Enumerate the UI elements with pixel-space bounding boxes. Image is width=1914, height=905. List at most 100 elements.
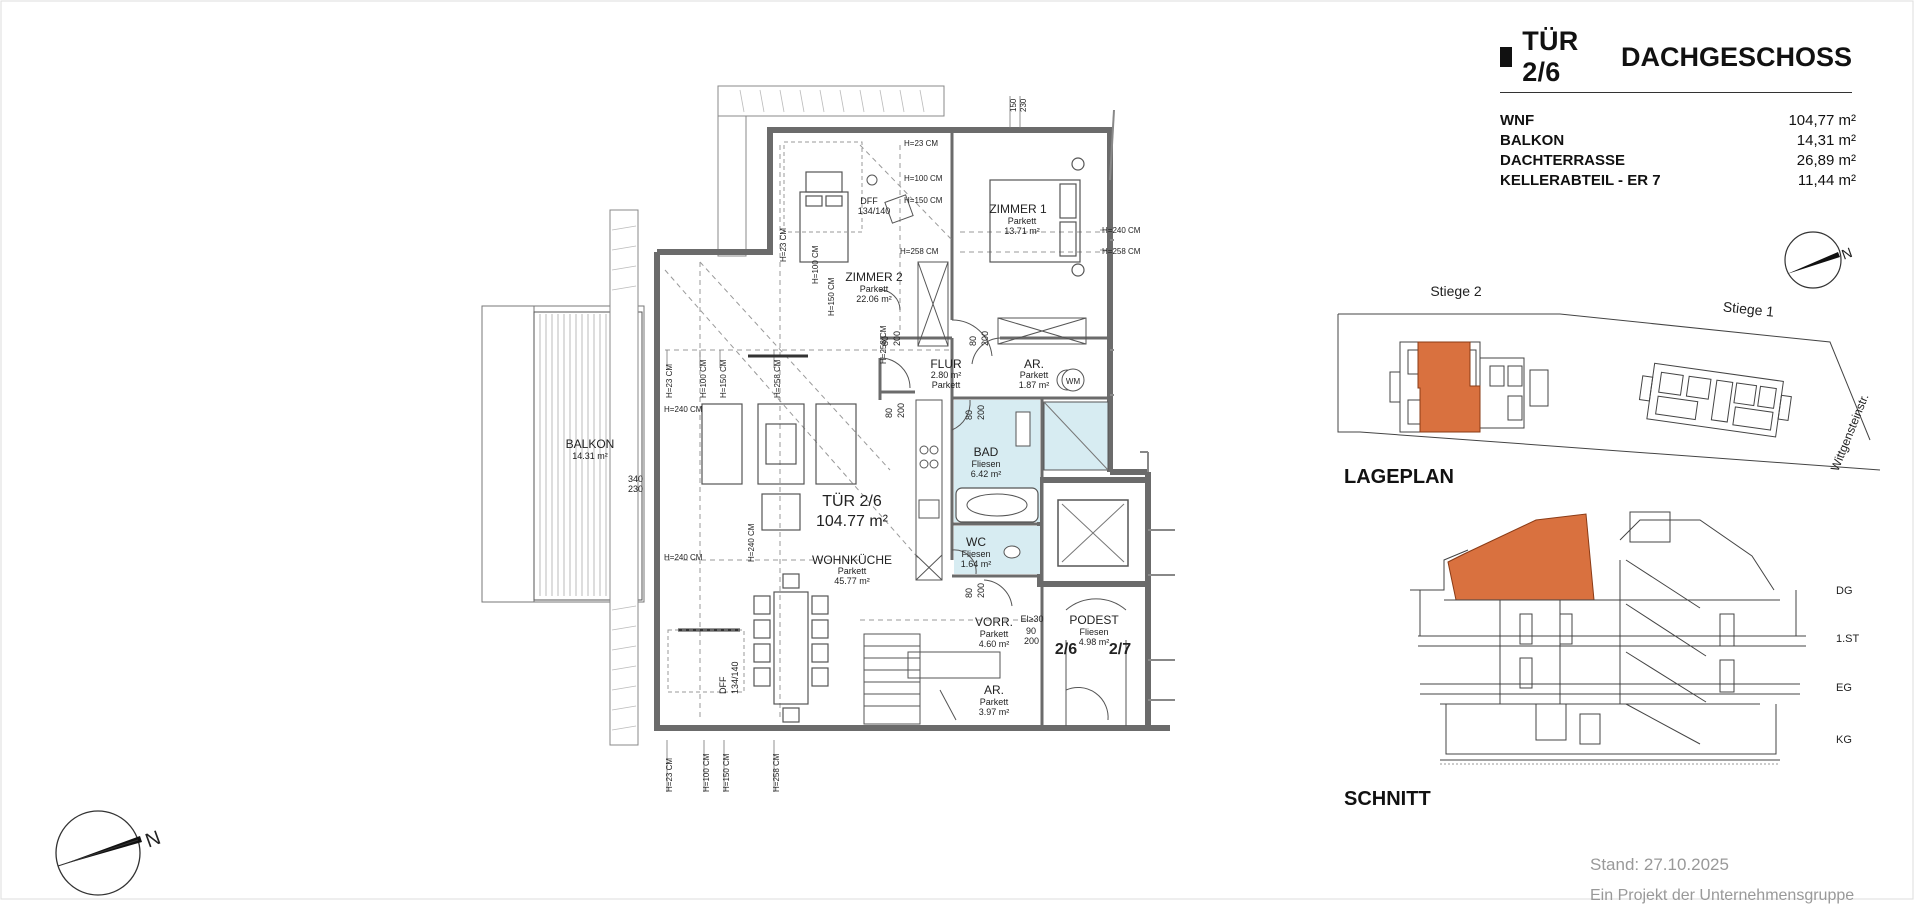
ar-1-area: 1.87 m² <box>1019 380 1050 390</box>
ar-2-floor: Parkett <box>980 697 1009 707</box>
schnitt-level-kg: KG <box>1836 734 1852 746</box>
height-label-100-mid: H=100 CM <box>699 359 708 398</box>
stand-date: Stand: 27.10.2025 <box>1590 855 1729 874</box>
dim-150-top: 150 <box>1009 98 1018 112</box>
door-dim-200-b: 200 <box>892 331 902 346</box>
balkon-name: BALKON <box>566 437 615 451</box>
north-letter-large: N <box>143 827 164 853</box>
area-row: DACHTERRASSE 26,89 m² <box>1500 151 1856 171</box>
dff-top-outline <box>783 141 863 233</box>
schnitt-drawing: DG 1.ST EG KG <box>1410 511 1860 765</box>
door-dim-200-e: 200 <box>976 583 986 598</box>
dim-230-top: 230 <box>1019 98 1028 112</box>
dff-bottom-size: 134/140 <box>730 661 740 694</box>
zimmer-1-name: ZIMMER 1 <box>989 202 1047 216</box>
height-label-150-mid: H=150 CM <box>719 359 728 398</box>
door-dim-80-d: 80 <box>964 410 974 420</box>
area-label: DACHTERRASSE <box>1500 152 1626 169</box>
dining-table <box>753 573 829 723</box>
ar-1-name: AR. <box>1024 357 1044 371</box>
flur-name: FLUR <box>930 357 962 371</box>
skylight-markers <box>678 354 808 632</box>
dachterrasse-strips <box>609 85 945 746</box>
roof-slope-lines <box>664 144 1105 720</box>
wardrobe-flur <box>997 317 1087 345</box>
wohnkueche-floor: Parkett <box>838 566 867 576</box>
schnitt-level-1st: 1.ST <box>1836 633 1860 645</box>
door-dim-200-c: 200 <box>896 403 906 418</box>
horizontal-small-labels: H=23 CM H=100 CM H=150 CM H=258 CM H=240… <box>628 139 1141 646</box>
lageplan-street: Wittgensteinstr. <box>1828 392 1872 473</box>
flur-area: 2.80 m² <box>931 370 962 380</box>
height-label-23-z2: H=23 CM <box>904 139 938 148</box>
height-label-100-bottom: H=100 CM <box>702 753 711 792</box>
ar-2-name: AR. <box>984 683 1004 697</box>
wardrobe-zimmer-2 <box>917 261 949 347</box>
dim-230: 230 <box>628 484 643 494</box>
door-swings <box>879 289 1013 607</box>
interior-walls <box>878 130 1108 728</box>
bed-zimmer-1 <box>989 157 1085 277</box>
vorr-name: VORR. <box>975 615 1013 629</box>
wm-label: WM <box>1066 377 1081 386</box>
door-dim-200-d: 200 <box>976 405 986 420</box>
unit-marker-square <box>1500 47 1513 67</box>
height-label-258-mid: H=258 CM <box>773 359 782 398</box>
floor-name: DACHGESCHOSS <box>1620 41 1852 72</box>
door-dim-80-e: 80 <box>964 588 974 598</box>
area-label: KELLERABTEIL - ER 7 <box>1500 172 1661 189</box>
washing-machine-symbol <box>1061 368 1085 392</box>
area-value: 14,31 m² <box>1796 132 1856 149</box>
area-label: BALKON <box>1500 132 1565 149</box>
height-label-258-z2: H=258 CM <box>900 247 939 256</box>
wohnkueche-area: 45.77 m² <box>834 576 870 586</box>
schnitt-level-eg: EG <box>1836 682 1852 694</box>
door-dim-80-c: 80 <box>884 408 894 418</box>
door-dim-80-a: 80 <box>968 336 978 346</box>
height-label-23-bottom: H=23 CM <box>665 758 674 792</box>
schnitt-level-dg: DG <box>1836 585 1853 597</box>
north-arrow-large: N <box>55 810 164 896</box>
area-row: BALKON 14,31 m² <box>1500 131 1856 151</box>
height-marker-lines <box>666 96 1108 792</box>
bad-area: 6.42 m² <box>971 469 1002 479</box>
dim-90: 90 <box>1026 626 1036 636</box>
vorr-area: 4.60 m² <box>979 639 1010 649</box>
door-number-left: 2/6 <box>1055 641 1077 658</box>
dff-bottom-name: DFF <box>718 676 728 694</box>
podest-area: 4.98 m² <box>1079 637 1110 647</box>
height-label-258-bottom: H=258 CM <box>772 753 781 792</box>
podest-name: PODEST <box>1069 613 1119 627</box>
project-credit: Ein Projekt der Unternehmensgruppe <box>1590 887 1855 904</box>
internal-staircase <box>863 633 1001 725</box>
height-label-150-bottom: H=150 CM <box>722 753 731 792</box>
ar-1-floor: Parkett <box>1020 370 1049 380</box>
lageplan-stiege-1: Stiege 1 <box>1722 298 1775 319</box>
zimmer-1-floor: Parkett <box>1008 216 1037 226</box>
lageplan-drawing: Stiege 2 Stiege 1 Wittgensteinstr. <box>1337 283 1881 473</box>
bad-name: BAD <box>974 445 999 459</box>
bad-floor: Fliesen <box>971 459 1000 469</box>
dff-top-size: 134/140 <box>858 206 891 216</box>
door-dim-80-b: 80 <box>880 336 890 346</box>
zimmer-1-area: 13.71 m² <box>1004 226 1040 236</box>
area-label: WNF <box>1500 112 1535 129</box>
flur-floor: Parkett <box>932 380 961 390</box>
height-label-23-top: H=23 CM <box>779 228 788 262</box>
wohnkueche-name: WOHNKÜCHE <box>812 553 892 567</box>
zimmer-2-floor: Parkett <box>860 284 889 294</box>
podest-doors <box>1065 598 1127 726</box>
height-label-23-mid: H=23 CM <box>665 364 674 398</box>
bathroom-fixtures <box>954 369 1109 574</box>
height-label-240-b: H=240 CM <box>664 553 703 562</box>
height-label-150-z2: H=150 CM <box>904 196 943 205</box>
area-value: 26,89 m² <box>1796 152 1856 169</box>
lageplan-stiege-2: Stiege 2 <box>1430 283 1482 299</box>
dff-top-name: DFF <box>860 196 878 206</box>
